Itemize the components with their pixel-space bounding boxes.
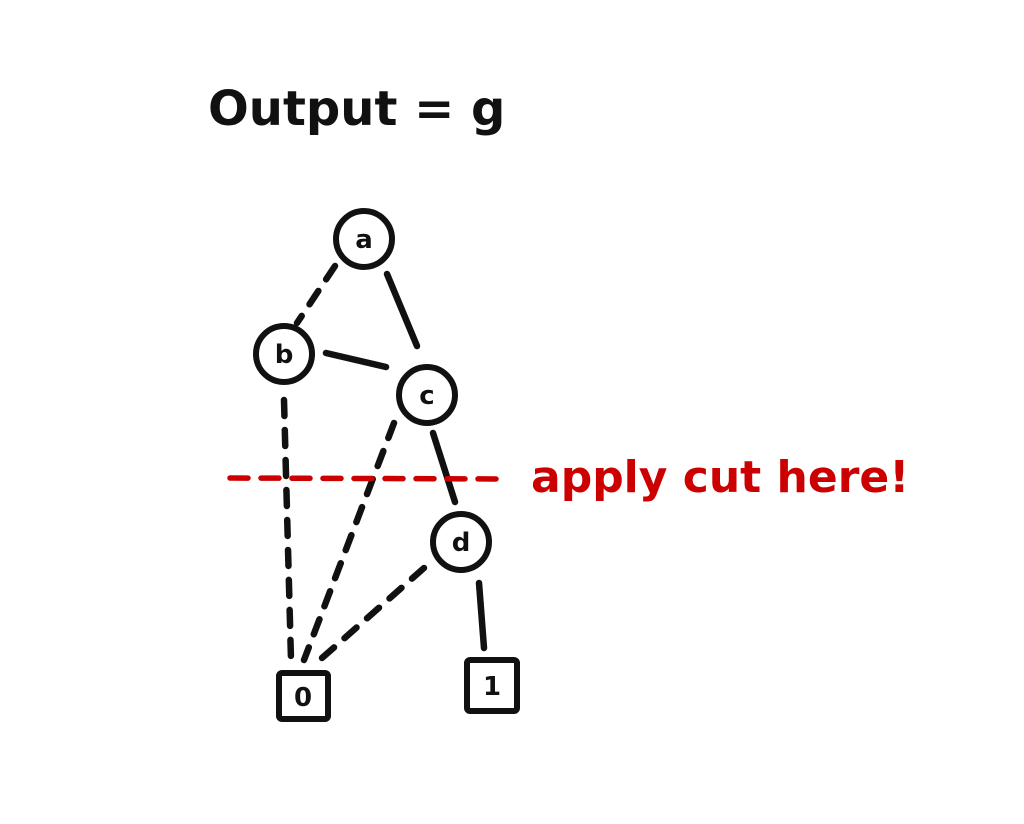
edge-d-zero (318, 564, 428, 662)
cut-line (227, 475, 511, 482)
terminal-zero: 0 (276, 670, 331, 722)
node-a-label: a (355, 225, 373, 255)
edge-d-one (475, 579, 488, 652)
node-a-circle (333, 208, 395, 270)
edge-a-c (383, 270, 421, 350)
node-b-label: b (275, 340, 294, 370)
edge-b-c (322, 349, 390, 371)
node-b-circle (253, 323, 315, 385)
terminal-one-box (464, 657, 520, 714)
node-c: c (396, 364, 458, 426)
title-text: Output = g (208, 81, 505, 137)
terminal-zero-label: 0 (294, 683, 312, 713)
node-d: d (430, 511, 492, 573)
node-a: a (333, 208, 395, 270)
node-d-circle (430, 511, 492, 573)
terminal-one: 1 (464, 657, 520, 714)
terminal-one-label: 1 (483, 672, 501, 702)
cut-annotation: apply cut here! (531, 452, 909, 503)
edge-c-d (429, 429, 459, 506)
edges (280, 262, 488, 664)
node-c-label: c (419, 381, 434, 411)
node-c-circle (396, 364, 458, 426)
edge-c-zero (300, 419, 398, 664)
edge-b-zero (280, 396, 295, 664)
edge-a-b (293, 262, 339, 327)
terminal-zero-box (276, 670, 331, 722)
node-b: b (253, 323, 315, 385)
node-d-label: d (452, 528, 471, 558)
